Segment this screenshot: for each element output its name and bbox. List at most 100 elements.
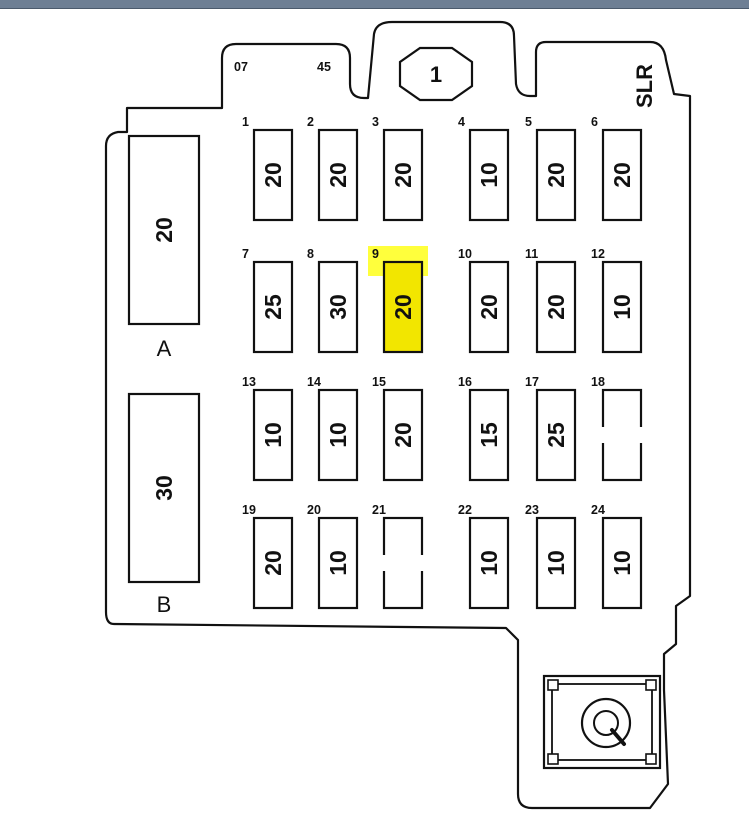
fuse-6-number: 6 (591, 115, 598, 129)
fuse-1-body (252, 128, 294, 222)
fuse-grid: 1202203204105206207258309201020112012101… (242, 115, 644, 610)
grommet-connector-icon (542, 674, 662, 770)
header-code-45: 45 (317, 60, 331, 74)
fuse-12-body (601, 260, 643, 354)
maxi-fuse-b: 30 (127, 392, 201, 584)
fuse-8-rating: 30 (325, 294, 351, 320)
fuse-22-body (468, 516, 510, 610)
fuse-3-rating: 20 (390, 162, 416, 188)
fuse-9-rating: 20 (390, 294, 416, 320)
fuse-13-body (252, 388, 294, 482)
fuse-19-number: 19 (242, 503, 256, 517)
fuse-16-number: 16 (458, 375, 472, 389)
fuse-1: 1 20 (242, 115, 294, 222)
fuse-22-rating: 10 (476, 550, 502, 576)
fuse-24-number: 24 (591, 503, 605, 517)
fuse-14: 14 10 (307, 375, 359, 482)
fuse-9: 9 20 (368, 246, 428, 354)
fuse-6-rating: 20 (609, 162, 635, 188)
fuse-2: 2 20 (307, 115, 359, 222)
fuse-block-outline (104, 20, 692, 810)
fuse-23-rating: 10 (543, 550, 569, 576)
fuse-14-body (317, 388, 359, 482)
fuse-1-rating: 20 (260, 162, 286, 188)
fuse-6: 6 20 (591, 115, 643, 222)
fuse-22: 22 10 (458, 503, 510, 610)
fuse-24: 24 10 (591, 503, 643, 610)
header-code-07: 07 (234, 60, 248, 74)
fuse-14-number: 14 (307, 375, 321, 389)
fuse-1-number: 1 (242, 115, 249, 129)
fuse-11-number: 11 (525, 247, 538, 261)
fuse-2-rating: 20 (325, 162, 351, 188)
fuse-21: 21 (372, 503, 425, 610)
fuse-5-body (535, 128, 577, 222)
fuse-18-body (601, 388, 643, 482)
fuse-2-number: 2 (307, 115, 314, 129)
fuse-14-rating: 10 (325, 422, 351, 448)
fuse-20-number: 20 (307, 503, 321, 517)
fuse-15-number: 15 (372, 375, 386, 389)
fuse-19-rating: 20 (260, 550, 286, 576)
fuse-19-body (252, 516, 294, 610)
fuse-21-body (382, 516, 424, 610)
relay-label: 1 (430, 62, 442, 87)
fuse-20-rating: 10 (325, 550, 351, 576)
maxi-fuse-a: 20 (127, 134, 201, 326)
fuse-23: 23 10 (525, 503, 577, 610)
fuse-9-body (382, 260, 424, 354)
fuse-4: 4 10 (458, 115, 510, 222)
maxi-fuse-b-rating: 30 (151, 475, 177, 501)
fuse-4-rating: 10 (476, 162, 502, 188)
fuse-11-rating: 20 (543, 294, 569, 320)
fuse-17-rating: 25 (543, 422, 569, 448)
fuse-13-rating: 10 (260, 422, 286, 448)
fuse-20-body (317, 516, 359, 610)
fuse-8-body (317, 260, 359, 354)
maxi-fuse-b-label: B (157, 592, 172, 617)
fuse-21-number: 21 (372, 503, 386, 517)
fuse-23-number: 23 (525, 503, 539, 517)
fuse-18: 18 (591, 375, 644, 482)
fuse-7-body (252, 260, 294, 354)
fuse-10-rating: 20 (476, 294, 502, 320)
fuse-4-body (468, 128, 510, 222)
fuse-9-number: 9 (372, 247, 379, 261)
fuse-7-number: 7 (242, 247, 249, 261)
fuse-11: 11 20 (525, 247, 577, 354)
fuse-6-body (601, 128, 643, 222)
fuse-24-body (601, 516, 643, 610)
fuse-12-number: 12 (591, 247, 605, 261)
fuse-15-rating: 20 (390, 422, 416, 448)
fuse-5-number: 5 (525, 115, 532, 129)
fuse-17-body (535, 388, 577, 482)
relay-octagon-icon: 1 (398, 46, 474, 102)
fuse-10-body (468, 260, 510, 354)
fuse-2-body (317, 128, 359, 222)
fuse-7-rating: 25 (260, 294, 286, 320)
fuse-3-body (382, 128, 424, 222)
fuse-16-body (468, 388, 510, 482)
fuse-8-number: 8 (307, 247, 314, 261)
fuse-22-number: 22 (458, 503, 472, 517)
fuse-13-number: 13 (242, 375, 256, 389)
window-top-bar (0, 0, 749, 9)
fuse-5: 5 20 (525, 115, 577, 222)
fuse-3-number: 3 (372, 115, 379, 129)
fuse-5-rating: 20 (543, 162, 569, 188)
fuse-15-body (382, 388, 424, 482)
fuse-16-rating: 15 (476, 422, 502, 448)
fuse-17-number: 17 (525, 375, 539, 389)
fuse-18-number: 18 (591, 375, 605, 389)
fuse-23-body (535, 516, 577, 610)
fuse-24-rating: 10 (609, 550, 635, 576)
fuse-8: 8 30 (307, 247, 359, 354)
fuse-4-number: 4 (458, 115, 465, 129)
